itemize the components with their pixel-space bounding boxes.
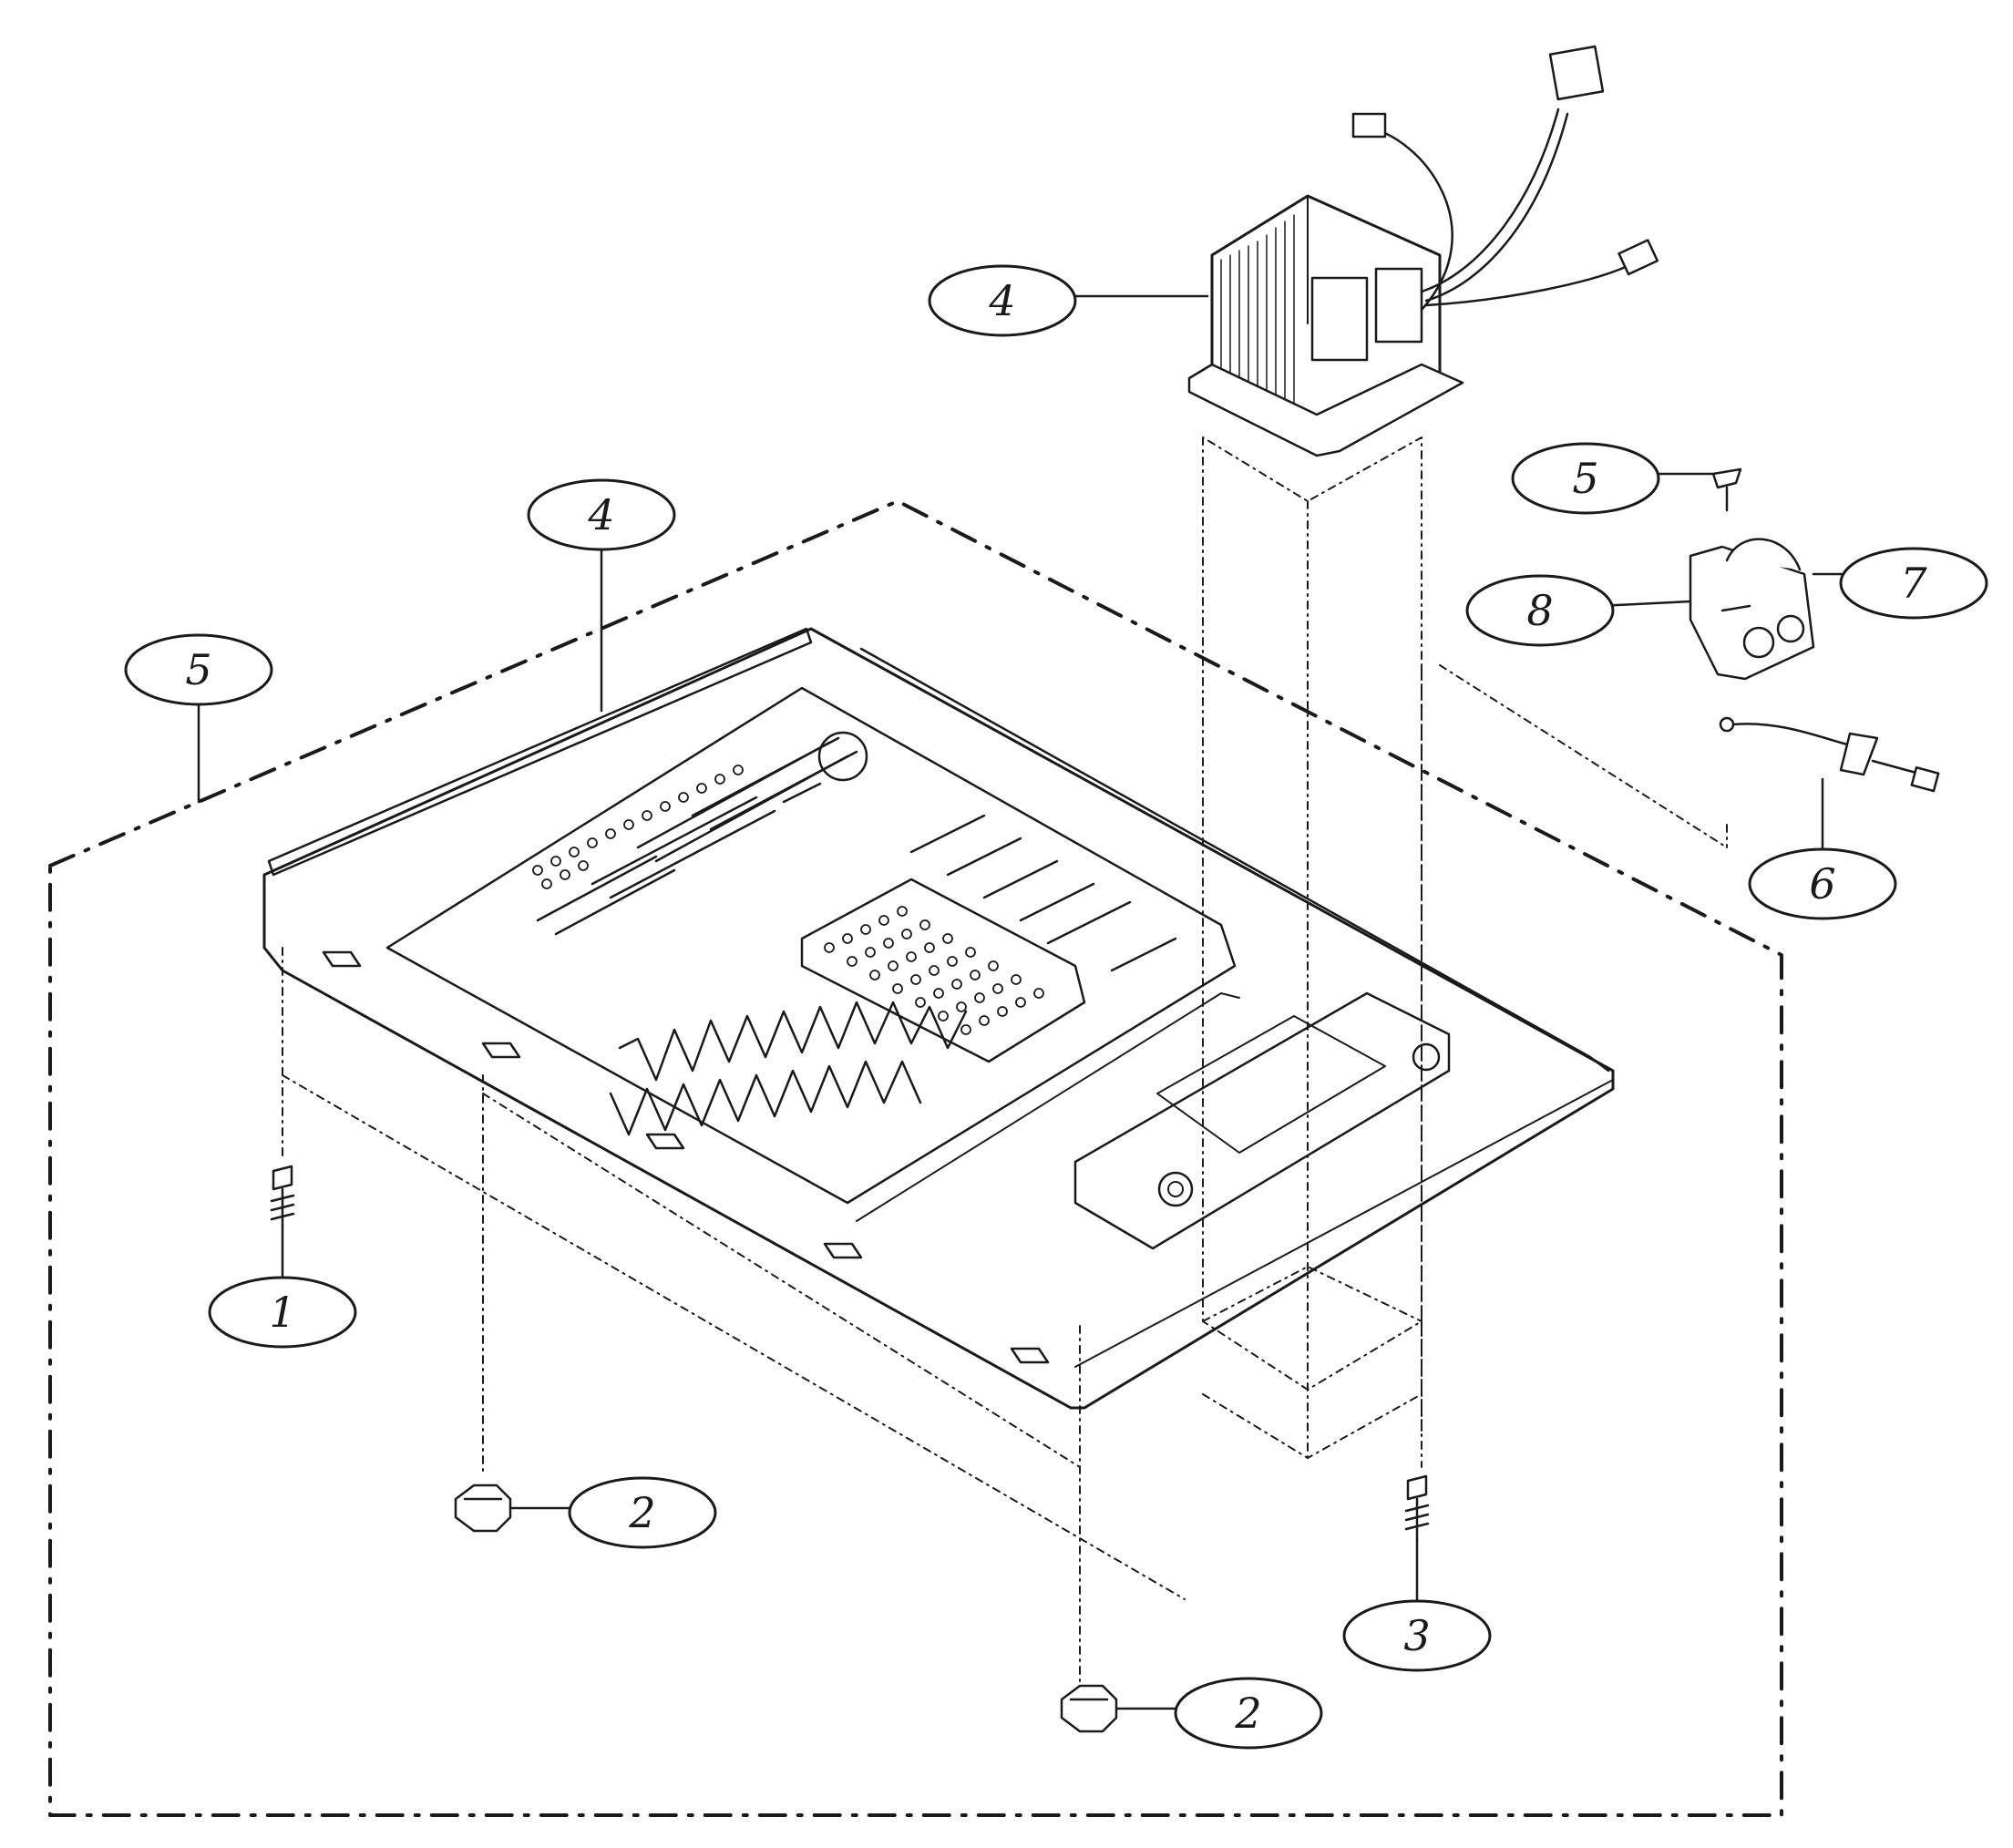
fan-boss xyxy=(817,731,868,782)
perforation-holes xyxy=(824,906,1044,1035)
projection-guides xyxy=(282,436,1728,1682)
callout-4-transformer: 4 xyxy=(928,264,1077,337)
wire-terminal xyxy=(1351,112,1387,139)
plate-tabs xyxy=(322,950,1050,1364)
nut-part-2-bottom xyxy=(1060,1684,1118,1733)
callout-4-base: 4 xyxy=(527,478,676,551)
transformer-mount-bracket xyxy=(1073,991,1451,1250)
assembly-boundary xyxy=(48,499,1783,1817)
svg-text:6: 6 xyxy=(1809,859,1835,909)
vent-holes-upper-left xyxy=(532,765,744,889)
svg-text:2: 2 xyxy=(628,1488,655,1537)
wire-connector xyxy=(1548,45,1605,101)
callout-3: 3 xyxy=(1342,1599,1492,1672)
svg-text:5: 5 xyxy=(185,645,211,694)
callout-7: 7 xyxy=(1839,547,1988,620)
callout-6: 6 xyxy=(1748,847,1897,920)
svg-text:4: 4 xyxy=(988,276,1015,325)
screw-part-3 xyxy=(1404,1474,1430,1542)
callout-5-assembly: 5 xyxy=(124,633,273,706)
screw-part-1 xyxy=(270,1165,295,1227)
callout-5-screw: 5 xyxy=(1511,442,1660,515)
power-inlet-socket xyxy=(1689,538,1815,681)
callout-1: 1 xyxy=(208,1276,357,1349)
svg-text:3: 3 xyxy=(1403,1611,1430,1660)
svg-text:8: 8 xyxy=(1526,586,1553,635)
transformer-wire-harness xyxy=(1365,108,1633,312)
transformer xyxy=(1187,194,1464,457)
leader-lines xyxy=(197,294,1852,1710)
callout-8: 8 xyxy=(1465,574,1615,647)
mount-hole xyxy=(1157,1171,1194,1207)
svg-text:5: 5 xyxy=(1572,454,1598,503)
svg-text:7: 7 xyxy=(1900,559,1927,608)
svg-text:2: 2 xyxy=(1234,1689,1261,1738)
svg-text:4: 4 xyxy=(587,490,614,539)
vent-slots-lower xyxy=(618,1001,968,1082)
svg-text:1: 1 xyxy=(269,1288,295,1337)
perforated-panel xyxy=(800,878,1086,1063)
callout-2-bottom: 2 xyxy=(1174,1677,1323,1750)
vent-slots-upper xyxy=(536,736,1177,972)
base-plate xyxy=(262,627,1615,1410)
wire-terminal xyxy=(1618,239,1659,276)
nut-part-2-left xyxy=(454,1484,512,1533)
mount-hole xyxy=(1412,1042,1441,1072)
callout-2-left: 2 xyxy=(568,1476,717,1549)
noise-filter-wire xyxy=(1719,716,1940,793)
screw-part-5 xyxy=(1711,467,1742,512)
